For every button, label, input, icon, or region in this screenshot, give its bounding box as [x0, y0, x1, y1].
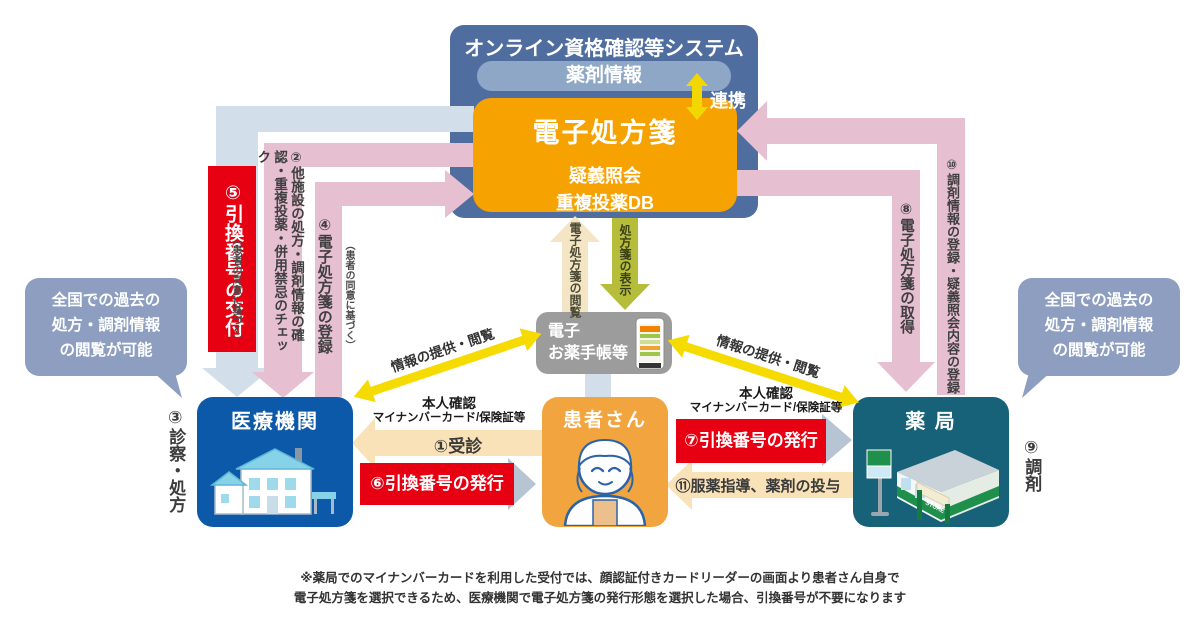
step8-obtain-label: ⑧電子処方箋の取得: [898, 202, 914, 334]
identity-check-left: 本人確認 マイナンバーカード/保険証等: [372, 396, 526, 425]
patient-box: 患者さん: [542, 397, 668, 528]
link-arrow-shaft: [692, 85, 702, 108]
step4-consent-note: （患者の同意に基づく）: [343, 240, 354, 350]
medical-institution-box: 医療機関: [197, 397, 353, 527]
step7-exchange-issue-label: ⑦引換番号の発行: [676, 419, 826, 463]
arrow4-horizontal: [315, 182, 445, 206]
pharmacy-box: 薬 局 STORE: [853, 397, 1009, 527]
arrow7-head-right-icon: [822, 414, 852, 466]
arrow10-head-left-icon: [737, 101, 767, 161]
step9-dispense-label: ⑨調剤: [1022, 438, 1042, 492]
pharmacy-store-illustration: STORE: [866, 449, 999, 524]
eprescription-sub1: 疑義照会: [569, 166, 641, 186]
hospital-building-illustration: [209, 448, 336, 515]
step2-check-label: ②他施設の処方・調剤情報の確認・重複投薬・併用禁忌のチェック: [255, 150, 304, 353]
link-label: 連携: [710, 91, 746, 111]
eprescription-title: 電子処方箋: [532, 118, 678, 148]
step4-register-label: ④電子処方箋の登録: [315, 216, 333, 354]
arrow8-vertical: [892, 170, 920, 362]
arrow10-vertical: [937, 118, 965, 395]
arrow2-head-down-icon: [252, 372, 314, 398]
left-info-bubble: 全国での過去の処方・調剤情報の閲覧が可能: [25, 278, 187, 376]
smartphone-icon: [635, 317, 665, 370]
arrow2-vertical: [264, 143, 302, 372]
arrow8-head-down-icon: [877, 362, 935, 392]
arrow4-head-right-icon: [445, 170, 474, 218]
step11-guidance-label: ⑪服薬指導、薬剤の投与: [675, 478, 841, 495]
identity-check-right: 本人確認 マイナンバーカード/保険証等: [689, 386, 843, 415]
view-arrow-shaft: [562, 240, 588, 312]
system-title: オンライン資格確認等システム: [464, 38, 744, 60]
display-arrow-shaft: [612, 218, 638, 286]
handbook-patient-connector: [585, 372, 611, 398]
medical-institution-label: 医療機関: [231, 411, 319, 433]
arrow4-vertical: [315, 182, 342, 397]
arrow11-shaft: [692, 472, 853, 498]
arrow1-head-left-icon: [352, 418, 375, 468]
step2-consent-note: （患者の同意に基づく）: [230, 235, 241, 345]
eprescription-sub2: 重複投薬DB: [556, 193, 654, 213]
step6-exchange-issue-label: ⑥引換番号の発行: [360, 463, 514, 505]
step10-register-label: ⑩調剤情報の登録・疑義照会内容の登録: [945, 158, 960, 394]
display-arrow-label: 処方箋の表示: [618, 224, 632, 296]
link-arrow-down-icon: [686, 107, 708, 120]
right-info-bubble: 全国での過去の処方・調剤情報の閲覧が可能: [1018, 278, 1180, 376]
arrow8-horizontal: [737, 170, 920, 196]
info-share-left-arrow: 情報の提供・閲覧: [349, 322, 546, 409]
step3-exam-label: ③診察・処方: [166, 408, 186, 513]
step5-exchange-number-label: ⑤引換番号の交付: [208, 166, 256, 352]
arrow5-horizontal: [216, 106, 474, 132]
footnote: ※薬局でのマイナンバーカードを利用した受付では、顔認証付きカードリーダーの画面よ…: [293, 571, 907, 605]
view-arrow-label: 電子処方箋の閲覧: [568, 222, 582, 318]
link-arrow-up-icon: [686, 73, 708, 86]
pharmacy-label: 薬 局: [905, 411, 957, 433]
e-medication-handbook-box: 電子 お薬手帳等: [536, 312, 672, 374]
step1-visit-label: ①受診: [433, 437, 483, 456]
view-arrow-head-up-icon: [550, 216, 600, 242]
arrow10-horizontal: [767, 118, 965, 144]
arrow11-head-left-icon: [666, 460, 692, 510]
handbook-label: 電子 お薬手帳等: [548, 323, 629, 362]
patient-label: 患者さん: [562, 410, 647, 431]
arrow1-shaft: [374, 430, 542, 456]
display-arrow-head-down-icon: [600, 284, 650, 310]
patient-illustration: [563, 438, 647, 528]
